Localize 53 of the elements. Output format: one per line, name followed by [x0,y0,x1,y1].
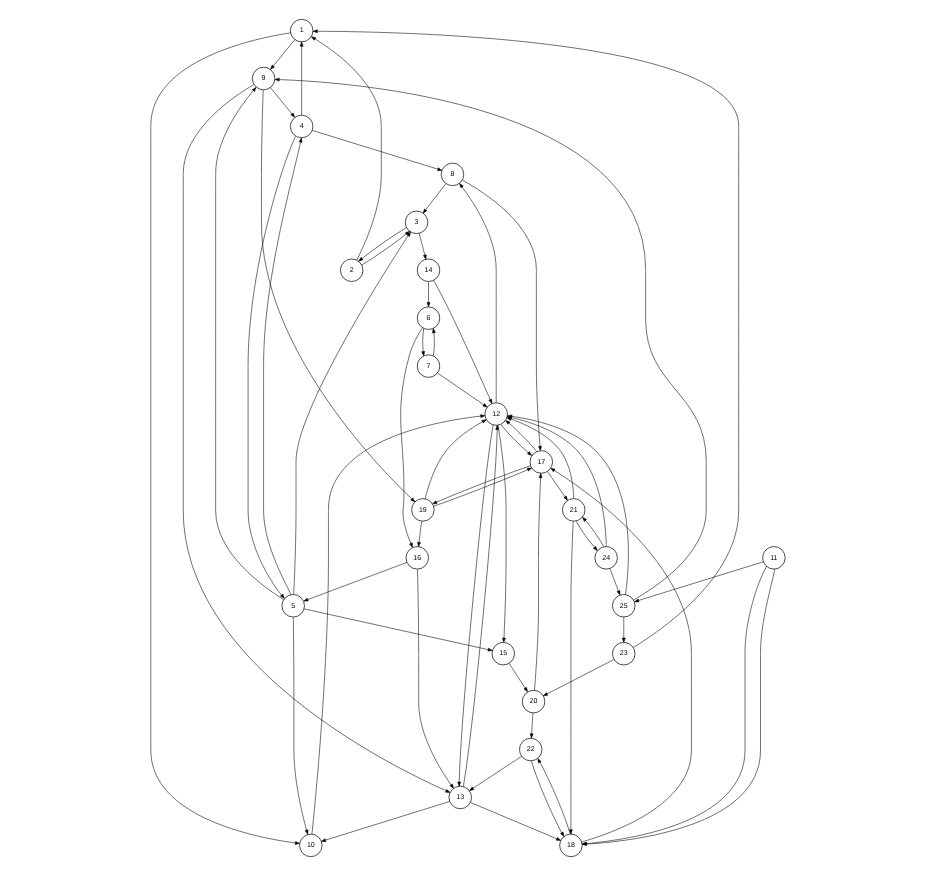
arrow [417,569,454,789]
arrow [261,89,416,503]
arrow [470,802,561,841]
arrow [263,137,303,595]
arrow [247,135,296,599]
arrow [609,568,621,596]
arrow [299,41,304,116]
arrow [270,87,295,118]
arrow [150,32,300,845]
arrow [582,517,604,547]
arrow [182,84,451,793]
arrow [462,179,542,451]
arrow [457,424,494,787]
arrow [270,39,296,70]
arrow [321,801,450,842]
arrow [505,420,538,452]
arrow [293,231,411,595]
arrow [418,233,427,260]
arrow [543,659,615,697]
arrow [459,183,497,403]
arrow [311,36,382,261]
arrow [469,756,522,791]
arrow [274,77,707,601]
arrow [550,467,692,843]
arrow [537,758,571,835]
arrow [215,87,284,600]
arrow [529,712,534,739]
arrow [293,616,309,835]
arrow [433,280,493,404]
arrow [417,520,422,547]
arrow [508,663,528,692]
arrow [421,328,425,357]
arrow [622,616,626,643]
arrow [569,521,574,835]
arrow [463,425,499,787]
arrow [303,562,408,602]
arrow [426,281,431,307]
arrow [534,473,543,691]
arrow [634,561,764,603]
arrow [497,424,507,643]
arrow [312,130,443,171]
arrow [303,608,493,652]
arrow [424,419,487,500]
arrow [500,424,532,456]
arrow [531,760,565,837]
arrow [312,29,739,648]
arrow [311,414,486,835]
arrow [422,183,447,214]
arrow [575,520,598,551]
arrow [400,327,423,548]
arrow [432,328,436,357]
arrow [547,471,568,501]
arrow [437,372,488,408]
